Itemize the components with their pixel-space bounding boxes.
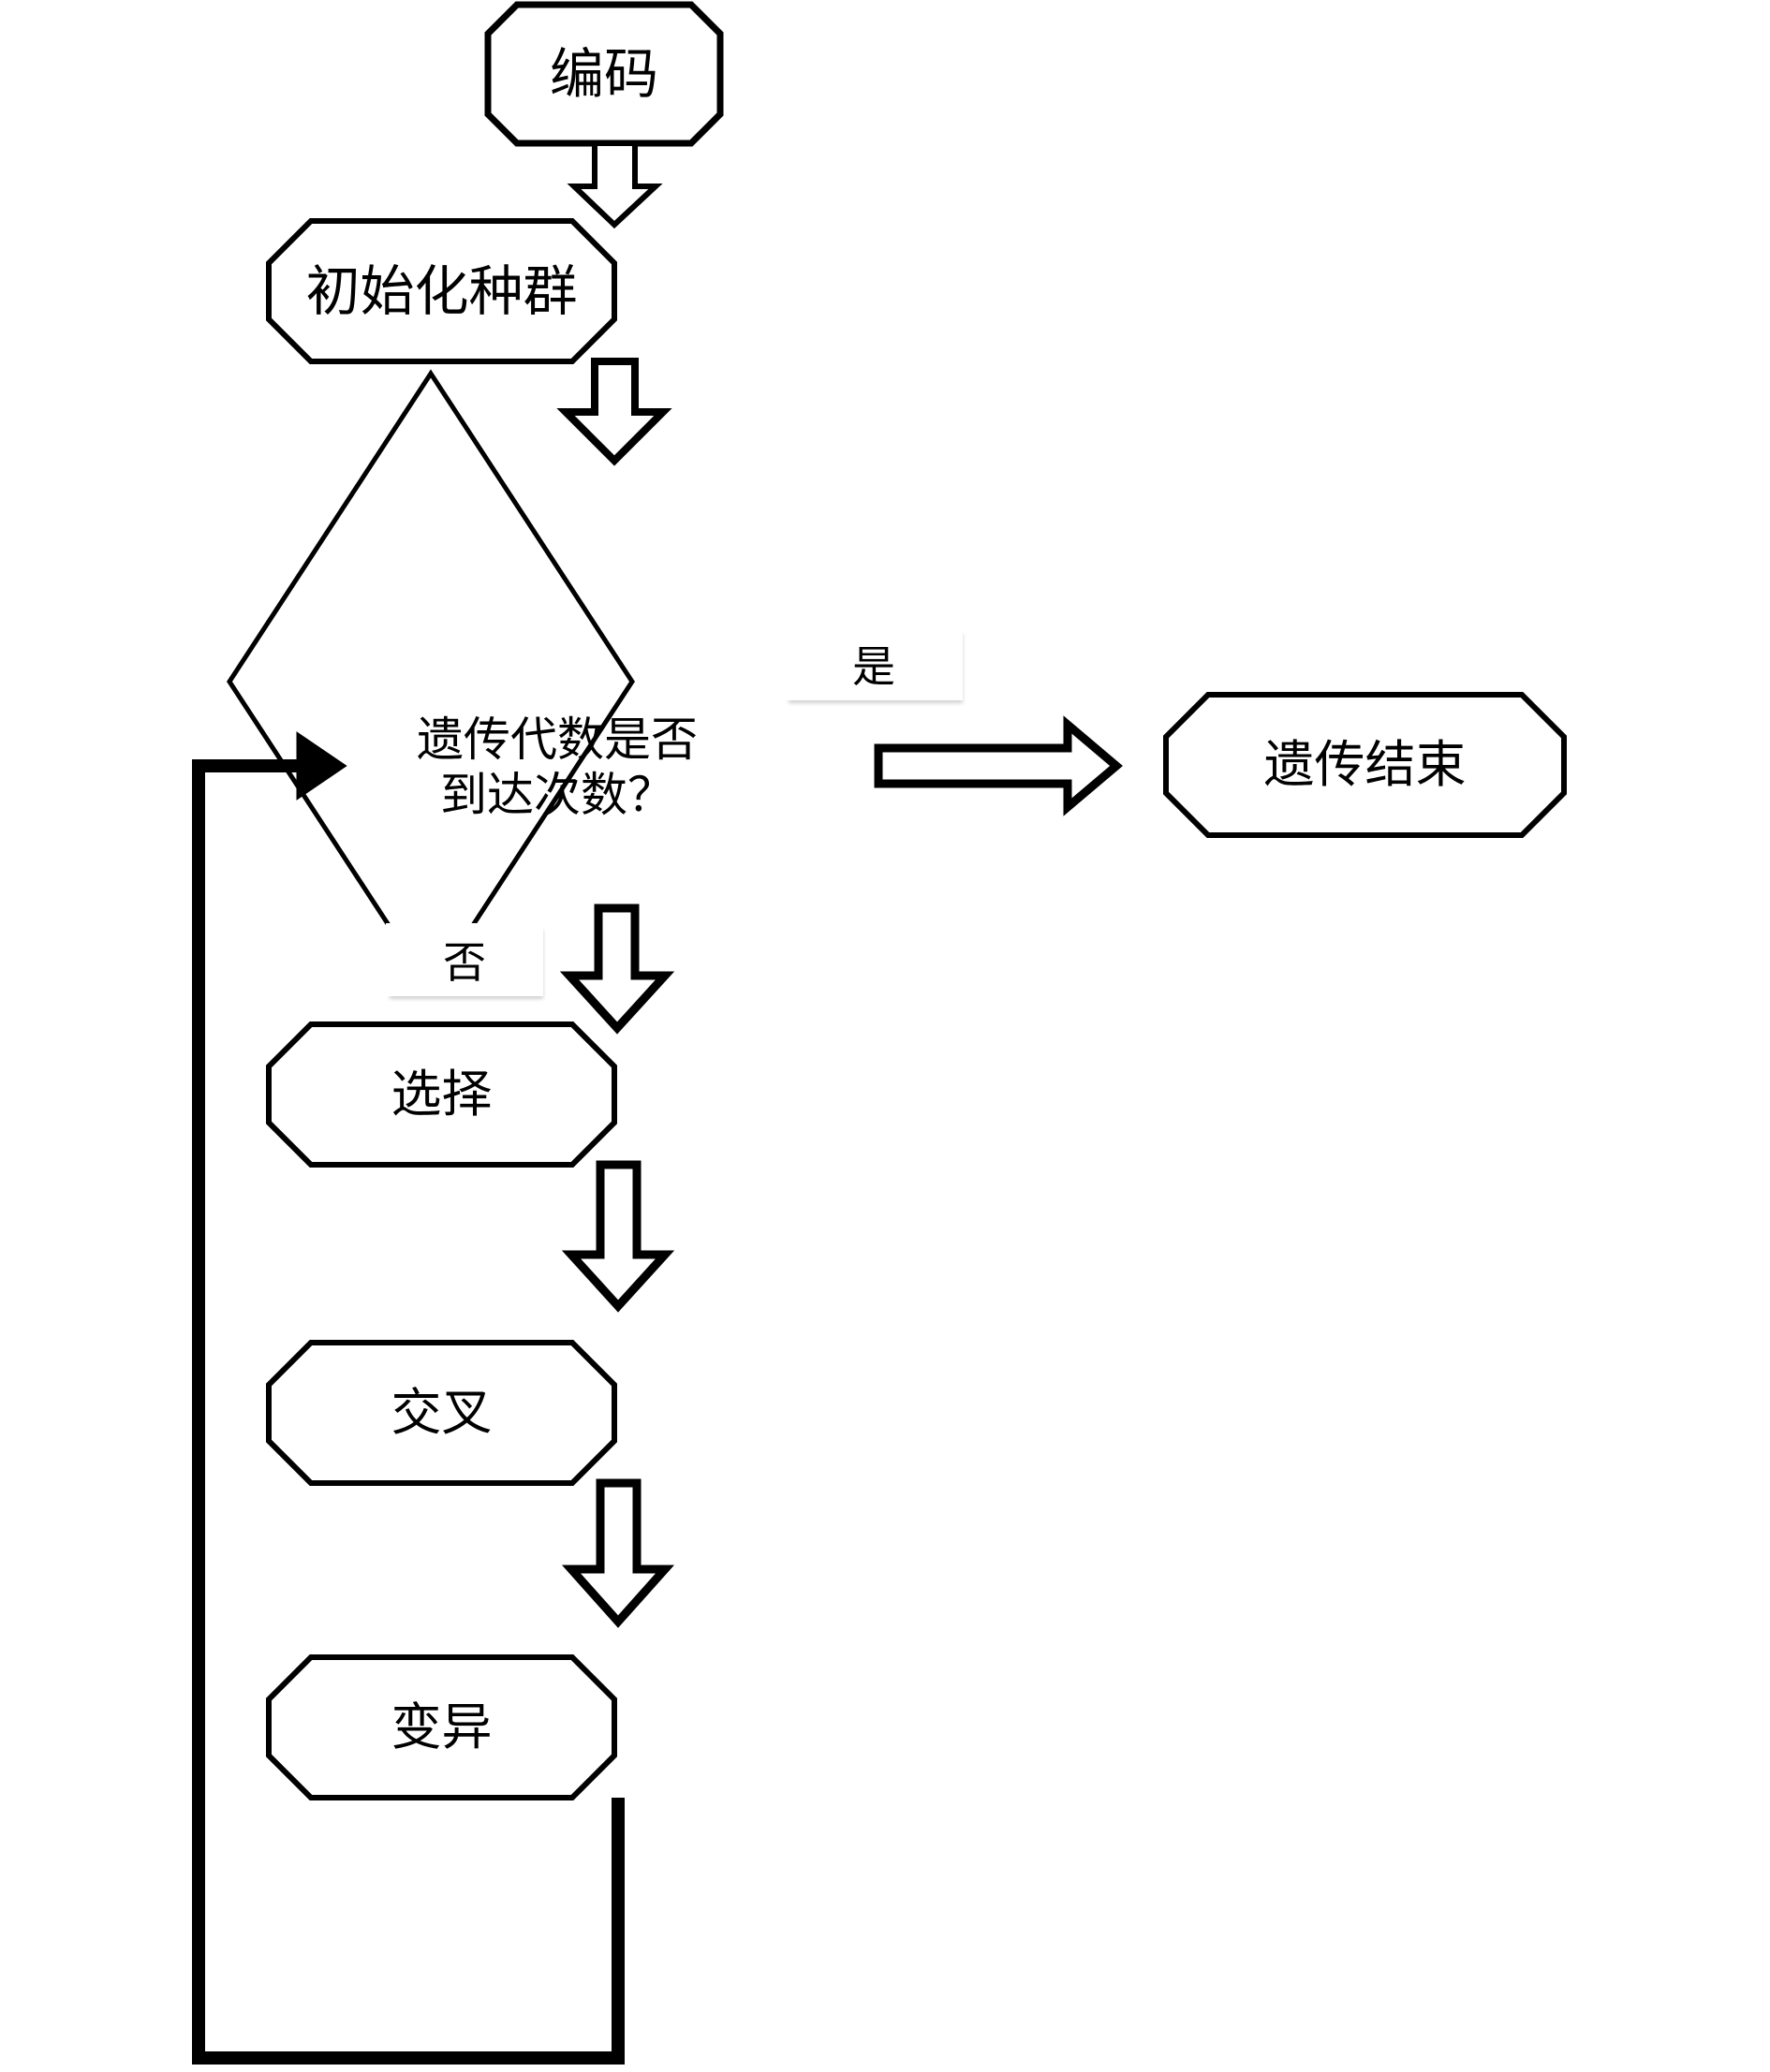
- edge-label-yes: 是: [785, 627, 963, 700]
- node-shape-mutation[interactable]: [266, 1654, 617, 1800]
- node-shape-init[interactable]: [266, 218, 617, 364]
- edge-mutation-decision-arrowhead: [296, 731, 347, 801]
- node-shape-crossover[interactable]: [266, 1340, 617, 1486]
- edge-decision-select: [559, 904, 675, 1035]
- edge-select-crossover: [561, 1160, 675, 1313]
- edge-decision-finish: [874, 715, 1123, 816]
- edge-encode-init: [567, 140, 663, 229]
- node-shape-select[interactable]: [266, 1021, 617, 1168]
- node-shape-encode[interactable]: [484, 1, 724, 147]
- node-shape-finish[interactable]: [1163, 692, 1567, 838]
- edge-label-no: 否: [386, 923, 543, 996]
- node-shape-decision[interactable]: [227, 369, 635, 994]
- edge-init-decision: [556, 358, 672, 466]
- edge-crossover-mutation: [561, 1478, 675, 1628]
- edge-mutation-decision-loop: [192, 759, 625, 2065]
